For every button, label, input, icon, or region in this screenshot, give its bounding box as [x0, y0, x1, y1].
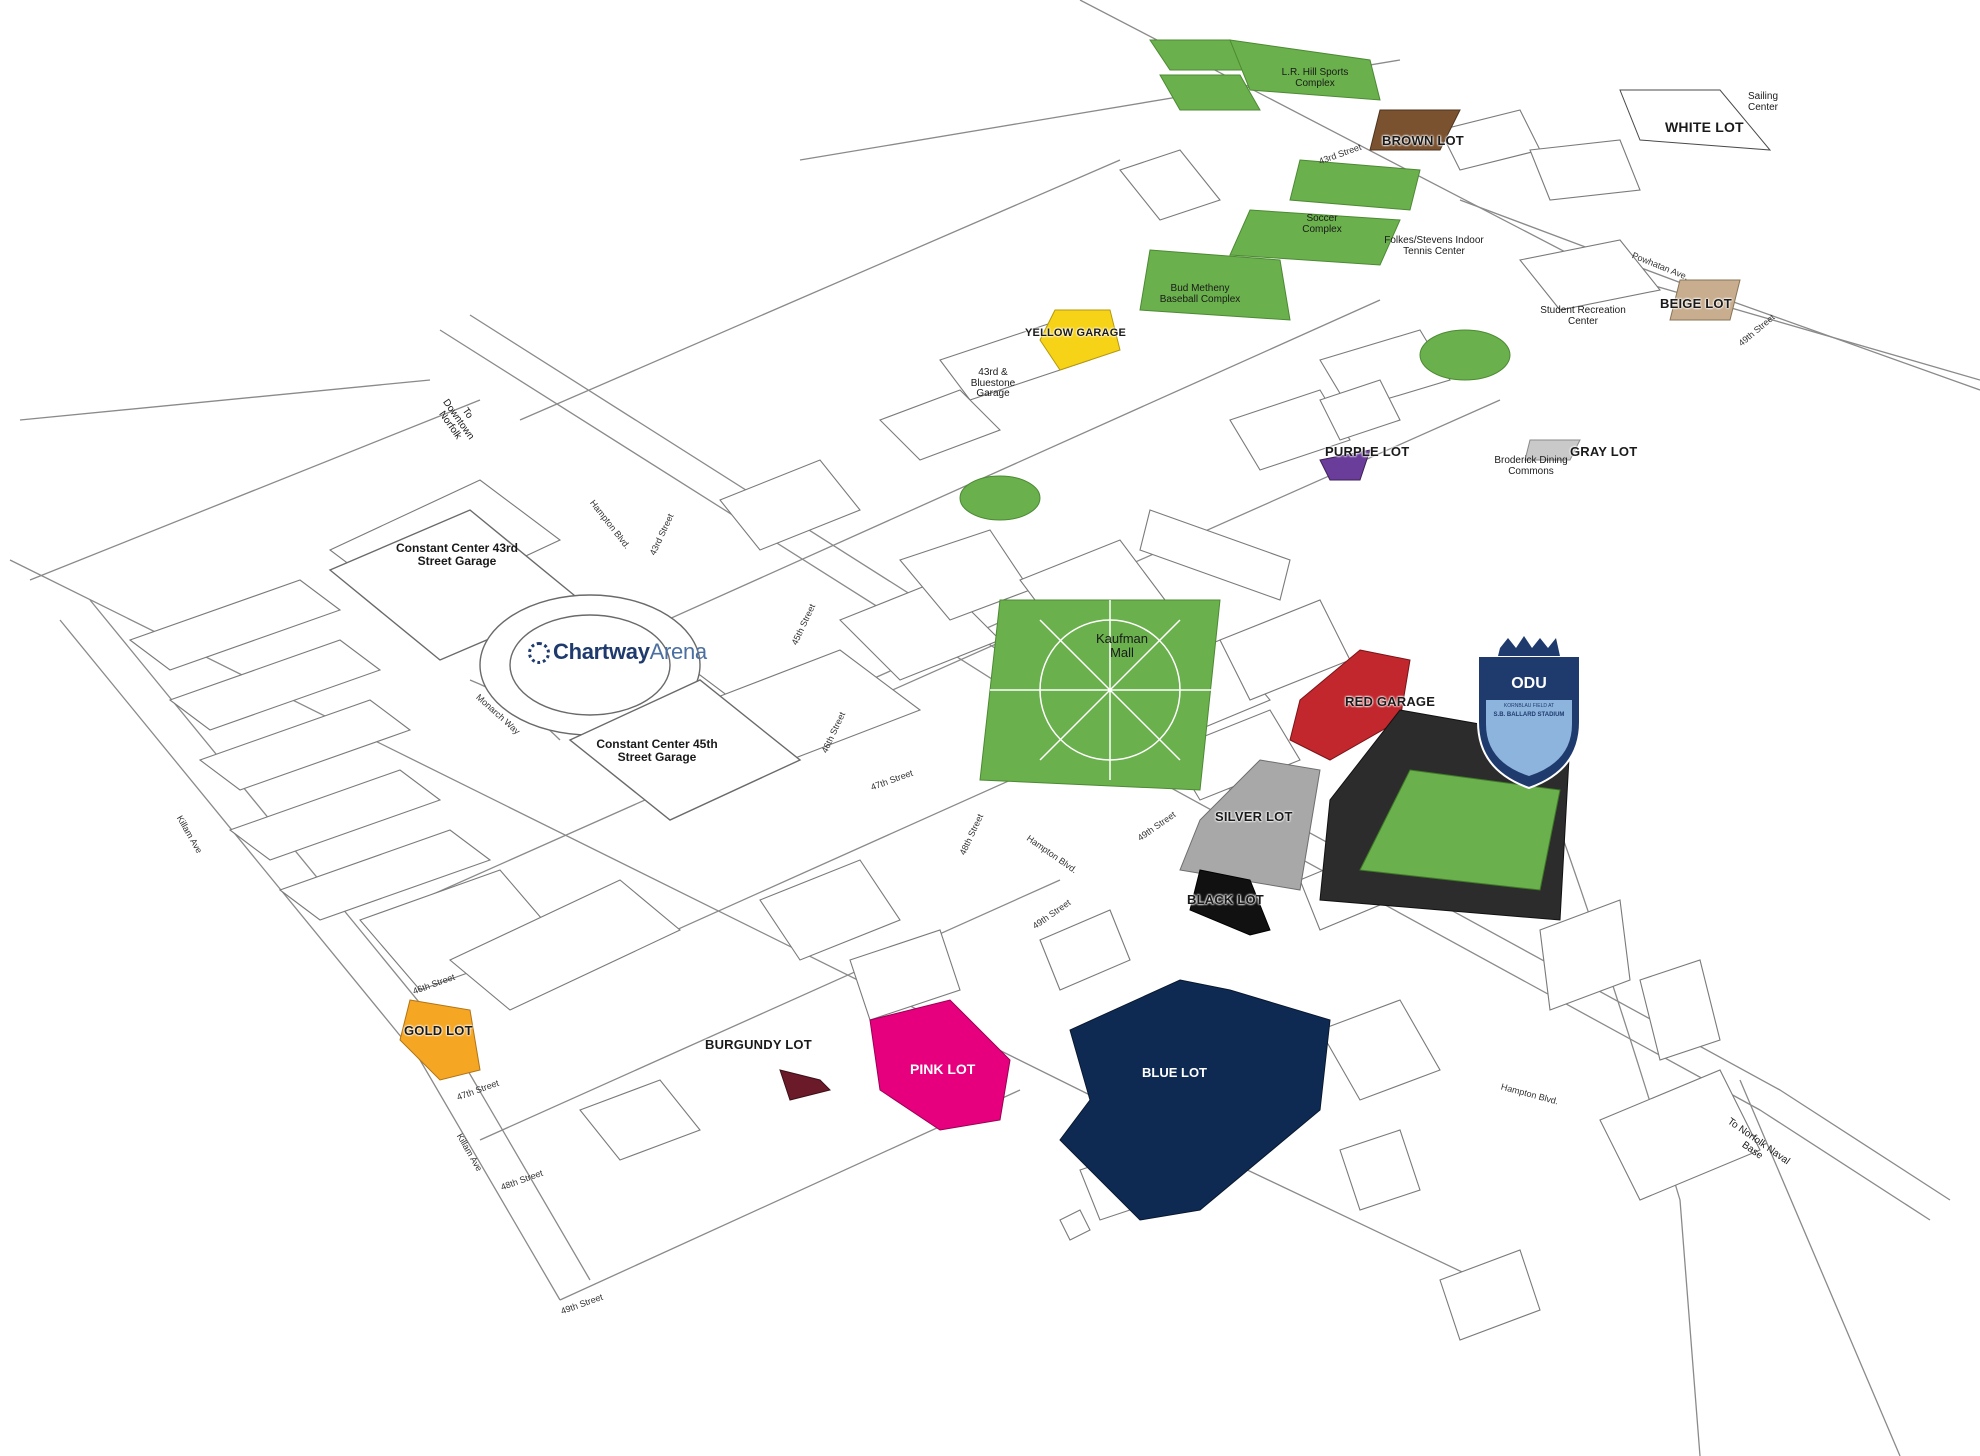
purple-lot-label: PURPLE LOT: [1325, 444, 1410, 459]
green-fields: [959, 39, 1511, 791]
yellow-garage-shape[interactable]: [1039, 309, 1121, 371]
brown-lot-shape[interactable]: [1369, 109, 1461, 151]
gold-lot-shape[interactable]: [399, 999, 481, 1081]
yellow-garage-label: YELLOW GARAGE: [1025, 327, 1126, 339]
broderick-label: Broderick Dining Commons: [1494, 455, 1568, 477]
purple-lot-shape[interactable]: [1319, 449, 1371, 481]
silver-lot-label: SILVER LOT: [1215, 809, 1293, 824]
black-lot-label: BLACK LOT: [1187, 892, 1264, 907]
beige-lot-shape[interactable]: [1669, 279, 1741, 321]
gray-lot-shape[interactable]: [1524, 439, 1581, 461]
odu-shield-icon: [1477, 636, 1581, 790]
chartway-burst-icon: [528, 642, 550, 665]
chartway-arena-logo: ChartwayArena: [528, 639, 708, 665]
bud-metheny-label: Bud Metheny Baseball Complex: [1159, 283, 1241, 305]
odu-badge-text: ODU: [1511, 675, 1547, 692]
blue-lot-shape[interactable]: [1059, 979, 1331, 1221]
lr-hill-label: L.R. Hill Sports Complex: [1281, 67, 1349, 89]
red-garage-shape[interactable]: [1289, 649, 1411, 761]
soccer-complex-label: Soccer Complex: [1302, 213, 1342, 235]
pink-lot-label: PINK LOT: [910, 1061, 976, 1077]
bluestone-garage-label: 43rd & Bluestone Garage: [970, 367, 1016, 399]
sailing-center-label: Sailing Center: [1747, 91, 1779, 113]
cc43-label: Constant Center 43rd Street Garage: [395, 541, 519, 568]
chartway-light: Arena: [649, 639, 708, 664]
gold-lot-label: GOLD LOT: [404, 1023, 473, 1038]
gray-lot-label: GRAY LOT: [1570, 444, 1638, 459]
black-lot-shape[interactable]: [1189, 869, 1271, 936]
beige-lot-label: BEIGE LOT: [1660, 296, 1732, 311]
stadium-line1: KORNBLAU FIELD AT: [1503, 703, 1555, 709]
folkes-stevens-label: Folkes/Stevens Indoor Tennis Center: [1384, 235, 1484, 257]
chartway-bold: Chartway: [553, 639, 650, 664]
burgundy-lot-shape[interactable]: [779, 1069, 831, 1101]
white-lot-label: WHITE LOT: [1665, 119, 1744, 135]
burgundy-lot-label: BURGUNDY LOT: [705, 1037, 812, 1052]
kaufman-mall-label: Kaufman Mall: [1095, 631, 1149, 660]
pink-lot-shape[interactable]: [869, 999, 1011, 1131]
blue-lot-label: BLUE LOT: [1142, 1065, 1207, 1080]
student-rec-label: Student Recreation Center: [1540, 305, 1626, 327]
red-garage-label: RED GARAGE: [1345, 694, 1436, 709]
arena-area-buildings: [328, 509, 802, 821]
white-lot-shape[interactable]: [1619, 89, 1772, 151]
kaufman-paths: [990, 600, 1220, 780]
cc45-label: Constant Center 45th Street Garage: [596, 737, 718, 764]
stadium-line2: S.B. BALLARD STADIUM: [1493, 712, 1565, 718]
brown-lot-label: BROWN LOT: [1382, 133, 1464, 148]
